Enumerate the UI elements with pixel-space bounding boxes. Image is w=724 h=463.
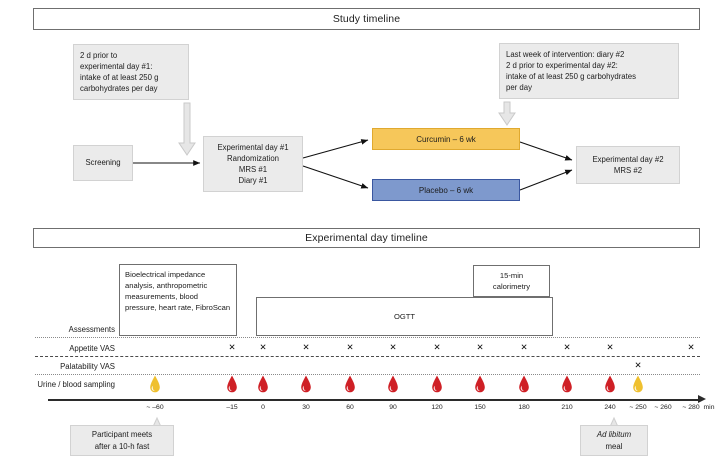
appetite-vas-mark-7: ✕ <box>520 342 528 352</box>
appetite-vas-mark-10: ✕ <box>687 342 695 352</box>
appetite-vas-mark-2: ✕ <box>302 342 310 352</box>
tick-label-3: 30 <box>302 404 310 411</box>
sampling-drop-blood-7 <box>475 375 486 398</box>
exp-day-1-line-1: Experimental day #1 <box>217 142 289 152</box>
fast-callout-line-1: Participant meets <box>91 430 153 440</box>
tick-label-8: 180 <box>518 404 530 411</box>
sampling-drop-blood-4 <box>345 375 356 398</box>
time-axis-line <box>48 399 700 401</box>
tick-label-1: –15 <box>226 404 238 411</box>
axis-unit-label: min <box>703 404 715 411</box>
row-label-urine-blood-sampling: Urine / blood sampling <box>37 380 115 389</box>
assessment-box-line-1: Bioelectrical impedance <box>125 270 206 279</box>
assessment-box-line-3: measurements, blood <box>125 292 199 301</box>
sampling-drop-blood-3 <box>301 375 312 398</box>
separator-palatability-bottom <box>35 374 700 375</box>
assessment-box-line-2: analysis, anthropometric <box>125 281 208 290</box>
arm-curcumin-label: Curcumin – 6 wk <box>416 134 476 144</box>
study-timeline-header: Study timeline <box>33 8 700 30</box>
tick-label-0: ~ –60 <box>146 404 164 411</box>
assessment-box: Bioelectrical impedance analysis, anthro… <box>119 264 237 336</box>
calorimetry-line-2: calorimetry <box>492 282 531 291</box>
calorimetry-box: 15-min calorimetry <box>473 265 550 297</box>
note-pre-day2-line-2: 2 d prior to experimental day #2: <box>506 61 618 71</box>
exp-day-1-line-4: Diary #1 <box>238 176 268 186</box>
fast-callout-line-2: after a 10-h fast <box>94 441 150 451</box>
separator-assessments-top <box>35 337 700 338</box>
appetite-vas-mark-4: ✕ <box>389 342 397 352</box>
sampling-drop-blood-10 <box>605 375 616 398</box>
screening-label: Screening <box>85 158 121 168</box>
appetite-vas-row: ✕ ✕ ✕ ✕ ✕ ✕ ✕ ✕ ✕ ✕ ✕ <box>0 341 724 355</box>
sampling-drop-blood-5 <box>388 375 399 398</box>
note-pre-day1-line-4: carbohydrates per day <box>80 84 158 94</box>
grey-down-arrow-right <box>498 101 516 126</box>
exp-day-2-line-2: MRS #2 <box>613 166 643 175</box>
exp-day-1-line-3: MRS #1 <box>238 165 268 174</box>
tick-label-12: ~ 260 <box>654 404 672 411</box>
experimental-day-header: Experimental day timeline <box>33 228 700 248</box>
palatability-vas-mark-0: ✕ <box>634 360 642 370</box>
experimental-day-2-box: Experimental day #2 MRS #2 <box>576 146 680 184</box>
appetite-vas-mark-9: ✕ <box>606 342 614 352</box>
experimental-day-header-label: Experimental day timeline <box>305 232 428 244</box>
meal-callout-box: Ad libitum meal <box>580 425 648 456</box>
note-pre-day1: 2 d prior to experimental day #1: intake… <box>73 44 189 100</box>
exp-day-1-line-2: Randomization <box>226 153 279 163</box>
time-axis-tick-labels: ~ –60 –15 0 30 60 90 120 150 180 210 240 ~ 250 ~ 260… <box>0 404 724 418</box>
meal-callout-line-1: Ad libitum <box>596 430 632 440</box>
screening-box: Screening <box>73 145 133 181</box>
sampling-drop-blood-9 <box>562 375 573 398</box>
note-pre-day2-line-4: per day <box>506 83 533 93</box>
tick-label-11: ~ 250 <box>629 404 647 411</box>
tick-label-5: 90 <box>389 404 397 411</box>
exp-day-2-line-1: Experimental day #2 <box>592 154 664 164</box>
tick-label-4: 60 <box>346 404 354 411</box>
tick-label-6: 120 <box>431 404 443 411</box>
time-axis-arrowhead <box>698 395 706 403</box>
sampling-drop-blood-2 <box>258 375 269 398</box>
sampling-drop-urine-11 <box>633 375 644 398</box>
appetite-vas-mark-6: ✕ <box>476 342 484 352</box>
fast-callout-box: Participant meets after a 10-h fast <box>70 425 174 456</box>
sampling-drop-blood-8 <box>519 375 530 398</box>
tick-label-2: 0 <box>261 404 265 411</box>
assessment-box-line-5: FibroScan <box>195 303 231 312</box>
sampling-drop-urine-0 <box>150 375 161 398</box>
note-pre-day1-line-2: experimental day #1: <box>80 62 153 72</box>
grey-down-arrow-left <box>178 102 196 156</box>
sampling-row <box>0 375 724 399</box>
note-pre-day1-line-3: intake of at least 250 g <box>80 73 159 83</box>
arm-curcumin-bar: Curcumin – 6 wk <box>372 128 520 150</box>
appetite-vas-mark-8: ✕ <box>563 342 571 352</box>
tick-label-9: 210 <box>561 404 573 411</box>
sampling-drop-blood-1 <box>227 375 238 398</box>
row-label-palatability-vas: Palatability VAS <box>60 362 115 371</box>
meal-callout-line-2: meal <box>605 441 623 451</box>
tick-label-10: 240 <box>604 404 616 411</box>
appetite-vas-mark-0: ✕ <box>228 342 236 352</box>
arm-placebo-label: Placebo – 6 wk <box>418 185 474 195</box>
row-label-assessments: Assessments <box>68 325 115 334</box>
assessment-box-line-4: pressure, heart rate, <box>125 303 194 312</box>
appetite-vas-mark-1: ✕ <box>259 342 267 352</box>
note-pre-day2: Last week of intervention: diary #2 2 d … <box>499 43 679 99</box>
arm-placebo-bar: Placebo – 6 wk <box>372 179 520 201</box>
ogtt-box: OGTT <box>256 297 553 336</box>
tick-label-7: 150 <box>474 404 486 411</box>
row-label-appetite-vas: Appetite VAS <box>69 344 115 353</box>
separator-appetite-bottom <box>35 356 700 357</box>
ogtt-label: OGTT <box>393 312 416 321</box>
sampling-drop-blood-6 <box>432 375 443 398</box>
study-timeline-header-label: Study timeline <box>332 13 401 25</box>
tick-label-13: ~ 280 <box>682 404 700 411</box>
calorimetry-line-1: 15-min <box>499 271 524 280</box>
experimental-day-1-box: Experimental day #1 Randomization MRS #1… <box>203 136 303 192</box>
note-pre-day1-line-1: 2 d prior to <box>80 51 118 60</box>
appetite-vas-mark-3: ✕ <box>346 342 354 352</box>
palatability-vas-row: ✕ <box>0 359 724 373</box>
note-pre-day2-line-3: intake of at least 250 g carbohydrates <box>506 72 637 82</box>
appetite-vas-mark-5: ✕ <box>433 342 441 352</box>
note-pre-day2-line-1: Last week of intervention: diary #2 <box>506 50 625 59</box>
